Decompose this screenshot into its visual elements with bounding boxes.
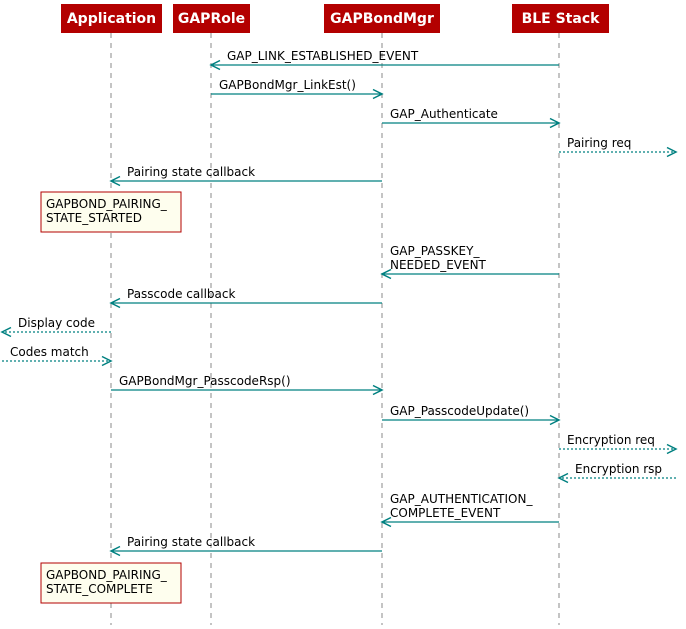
- message-label: NEEDED_EVENT: [390, 258, 487, 272]
- arrowhead-icon: [109, 545, 121, 557]
- note-box: [40, 562, 182, 604]
- participants: Application GAPRole GAPBondMgr BLE Stack: [61, 4, 609, 33]
- message-8: Codes match: [2, 345, 113, 367]
- message-1: GAPBondMgr_LinkEst(): [211, 78, 384, 100]
- lifelines: [110, 33, 560, 625]
- message-label: Codes match: [10, 345, 89, 359]
- notes: GAPBOND_PAIRING_STATE_STARTEDGAPBOND_PAI…: [40, 191, 182, 604]
- arrowhead-icon: [666, 443, 678, 455]
- message-5: GAP_PASSKEY_NEEDED_EVENT: [380, 244, 559, 280]
- participant-box: [61, 4, 162, 33]
- message-label: GAP_AUTHENTICATION_: [390, 492, 533, 506]
- participant-box: [324, 4, 440, 33]
- participant-label: BLE Stack: [522, 11, 601, 27]
- message-4: Pairing state callback: [109, 165, 382, 187]
- participant-box: [512, 4, 609, 33]
- message-label: Pairing state callback: [127, 165, 255, 179]
- arrowhead-icon: [557, 472, 569, 484]
- message-label: GAP_LINK_ESTABLISHED_EVENT: [227, 49, 419, 63]
- message-label: GAP_PASSKEY_: [390, 244, 480, 258]
- message-label: GAP_PasscodeUpdate(): [390, 404, 529, 418]
- participant-box: [173, 4, 250, 33]
- participant-app: Application: [61, 4, 162, 33]
- arrowhead-icon: [209, 59, 221, 71]
- message-label: Encryption rsp: [575, 462, 662, 476]
- note-label: GAPBOND_PAIRING_: [46, 197, 168, 211]
- note-label: STATE_COMPLETE: [46, 582, 153, 596]
- message-10: GAP_PasscodeUpdate(): [382, 404, 561, 426]
- arrowhead-icon: [372, 384, 384, 396]
- message-3: Pairing req: [559, 136, 678, 158]
- message-14: Pairing state callback: [109, 535, 382, 557]
- note-label: GAPBOND_PAIRING_: [46, 568, 168, 582]
- message-0: GAP_LINK_ESTABLISHED_EVENT: [209, 49, 559, 71]
- arrowhead-icon: [380, 268, 392, 280]
- participant-label: GAPBondMgr: [330, 11, 434, 27]
- arrowhead-icon: [109, 175, 121, 187]
- message-label: Encryption req: [567, 433, 655, 447]
- participant-bond: GAPBondMgr: [324, 4, 440, 33]
- message-label: Pairing req: [567, 136, 631, 150]
- messages: GAP_LINK_ESTABLISHED_EVENT GAPBondMgr_Lin…: [0, 49, 678, 557]
- note-0: GAPBOND_PAIRING_STATE_STARTED: [40, 191, 182, 233]
- note-1: GAPBOND_PAIRING_STATE_COMPLETE: [40, 562, 182, 604]
- note-box: [40, 191, 182, 233]
- message-label: Passcode callback: [127, 287, 235, 301]
- arrowhead-icon: [549, 414, 561, 426]
- participant-ble: BLE Stack: [512, 4, 609, 33]
- arrowhead-icon: [549, 117, 561, 129]
- participant-label: GAPRole: [178, 11, 245, 27]
- message-label: Display code: [18, 316, 95, 330]
- message-9: GAPBondMgr_PasscodeRsp(): [111, 374, 384, 396]
- message-label: GAPBondMgr_LinkEst(): [219, 78, 356, 92]
- arrowhead-icon: [380, 516, 392, 528]
- message-label: GAP_Authenticate: [390, 107, 498, 121]
- message-label: COMPLETE_EVENT: [390, 506, 501, 520]
- message-label: GAPBondMgr_PasscodeRsp(): [119, 374, 291, 388]
- message-6: Passcode callback: [109, 287, 382, 309]
- participant-label: Application: [67, 11, 156, 27]
- arrowhead-icon: [666, 146, 678, 158]
- arrowhead-icon: [372, 88, 384, 100]
- message-11: Encryption req: [559, 433, 678, 455]
- message-12: Encryption rsp: [557, 462, 676, 484]
- message-2: GAP_Authenticate: [382, 107, 561, 129]
- message-7: Display code: [0, 316, 111, 338]
- arrowhead-icon: [101, 355, 113, 367]
- arrowhead-icon: [109, 297, 121, 309]
- message-13: GAP_AUTHENTICATION_COMPLETE_EVENT: [380, 492, 559, 528]
- note-label: STATE_STARTED: [46, 211, 142, 225]
- message-label: Pairing state callback: [127, 535, 255, 549]
- participant-role: GAPRole: [173, 4, 250, 33]
- arrowhead-icon: [0, 326, 12, 338]
